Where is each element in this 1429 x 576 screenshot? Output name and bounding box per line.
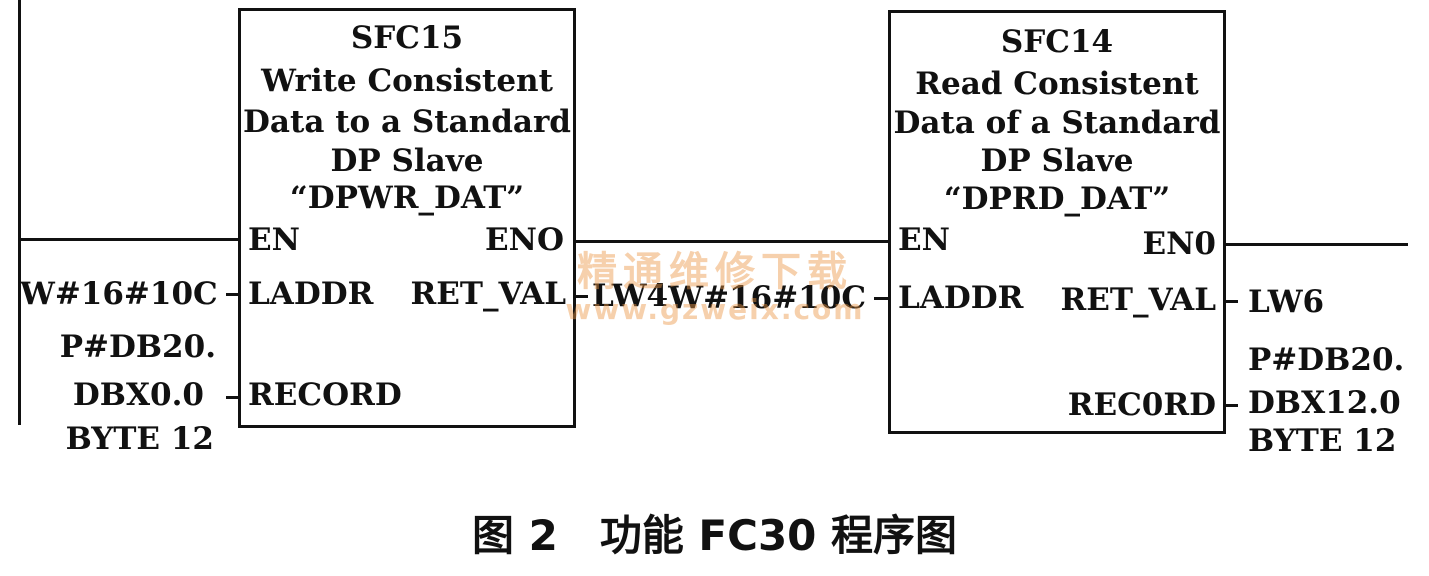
sfc14-pin-en: EN: [898, 222, 950, 258]
sfc15-pin-eno: ENO: [485, 222, 564, 258]
sfc15-record-value-line-1: P#DB20.: [59, 329, 216, 365]
sfc15-title-line-2: Write Consistent: [261, 63, 553, 99]
rung-wire-left: [18, 238, 240, 241]
sfc14-pin-eno: EN0: [1142, 226, 1216, 262]
sfc15-block: SFC15 Write Consistent Data to a Standar…: [238, 8, 576, 428]
sfc14-record-value-line-1: P#DB20.: [1248, 342, 1405, 378]
sfc14-title-line-5: “DPRD_DAT”: [943, 181, 1171, 217]
sfc15-pin-record: RECORD: [248, 377, 402, 413]
sfc15-laddr-stub: [226, 293, 240, 296]
figure-caption: 图 2 功能 FC30 程序图: [471, 511, 958, 560]
sfc15-pin-en: EN: [248, 222, 300, 258]
rung-wire-middle: [574, 240, 890, 243]
sfc14-laddr-value: W#16#10C: [668, 280, 866, 316]
sfc14-record-value-line-2: DBX12.0: [1248, 385, 1401, 421]
sfc15-record-value-line-2: DBX0.0: [72, 377, 204, 413]
sfc14-retval-value: LW6: [1248, 284, 1325, 320]
sfc15-pin-retval: RET_VAL: [410, 276, 566, 312]
sfc14-title-line-2: Read Consistent: [915, 66, 1199, 102]
sfc14-title-line-4: DP Slave: [980, 143, 1134, 179]
sfc15-title-line-4: DP Slave: [330, 143, 484, 179]
sfc15-title-line-5: “DPWR_DAT”: [289, 180, 525, 216]
sfc14-pin-retval: RET_VAL: [1060, 282, 1216, 318]
sfc14-record-value-line-3: BYTE 12: [1248, 423, 1397, 459]
sfc15-laddr-value: W#16#10C: [20, 276, 218, 312]
rung-wire-right: [1224, 243, 1408, 246]
sfc14-pin-laddr: LADDR: [898, 280, 1024, 316]
sfc14-record-stub: [1224, 404, 1238, 407]
left-power-rail: [18, 0, 21, 425]
sfc14-title-line-1: SFC14: [1000, 24, 1114, 60]
sfc15-retval-stub: [574, 295, 588, 298]
sfc14-block: SFC14 Read Consistent Data of a Standard…: [888, 10, 1226, 434]
sfc15-title-line-1: SFC15: [350, 20, 464, 56]
sfc15-retval-value: LW4: [592, 278, 669, 314]
sfc15-record-value-line-3: BYTE 12: [65, 421, 214, 457]
sfc14-laddr-stub: [874, 297, 890, 300]
sfc15-record-stub: [226, 396, 240, 399]
sfc14-title-line-3: Data of a Standard: [893, 105, 1221, 141]
sfc14-pin-record: REC0RD: [1067, 387, 1216, 423]
sfc15-pin-laddr: LADDR: [248, 276, 374, 312]
sfc15-title-line-3: Data to a Standard: [243, 104, 571, 140]
sfc14-retval-stub: [1224, 300, 1238, 303]
